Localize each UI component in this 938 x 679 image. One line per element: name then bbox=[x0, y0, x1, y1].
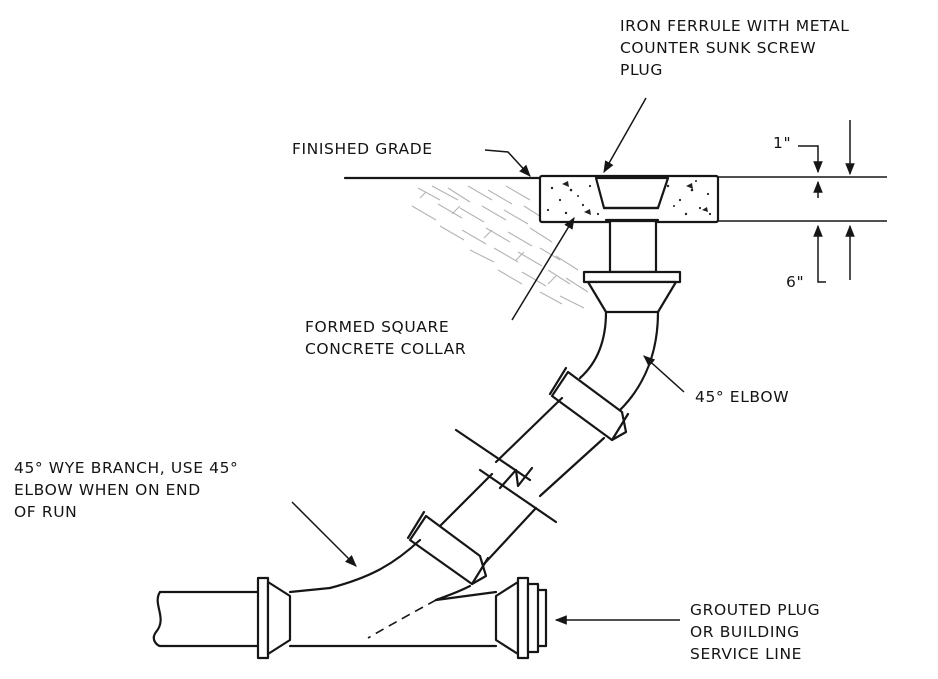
ferrule-label-line-3: PLUG bbox=[620, 61, 663, 79]
ferrule-leader bbox=[603, 97, 647, 174]
ferrule-label: IRON FERRULE WITH METAL COUNTER SUNK SCR… bbox=[620, 15, 849, 81]
riser-bell bbox=[582, 270, 682, 314]
plug-label-line-1: GROUTED PLUG bbox=[690, 601, 821, 619]
main-pipe bbox=[152, 576, 548, 660]
wye-label-line-1: 45° WYE BRANCH, USE 45° bbox=[14, 459, 239, 477]
finished-grade-label: FINISHED GRADE bbox=[292, 140, 433, 158]
wye-label-line-2: ELBOW WHEN ON END bbox=[14, 481, 201, 499]
dimensions bbox=[798, 120, 855, 283]
concrete-stipple bbox=[546, 180, 712, 216]
dim-1in-leader bbox=[798, 145, 823, 174]
elbow-label: 45° ELBOW bbox=[695, 388, 790, 406]
wye-label-line-3: OF RUN bbox=[14, 503, 78, 521]
ferrule-label-line-2: COUNTER SUNK SCREW bbox=[620, 39, 817, 57]
ferrule-label-line-1: IRON FERRULE WITH METAL bbox=[620, 17, 850, 35]
dim-top-label: 1" bbox=[773, 134, 792, 152]
dim-6in-leader bbox=[813, 224, 826, 283]
collar-leader bbox=[511, 216, 575, 321]
elbow-leader bbox=[643, 355, 685, 393]
plug-label-line-3: SERVICE LINE bbox=[690, 645, 803, 663]
soil-hatching bbox=[411, 185, 589, 309]
collar-label-line-2: CONCRETE COLLAR bbox=[305, 340, 467, 358]
elbow-pipe bbox=[406, 310, 660, 586]
plug-label: GROUTED PLUG OR BUILDING SERVICE LINE bbox=[690, 599, 820, 665]
wye-label: 45° WYE BRANCH, USE 45° ELBOW WHEN ON EN… bbox=[14, 457, 238, 523]
leader-lines bbox=[291, 97, 685, 625]
dim-bottom-label: 6" bbox=[786, 273, 805, 291]
plug-label-line-2: OR BUILDING bbox=[690, 623, 800, 641]
iron-ferrule bbox=[594, 176, 670, 274]
wye-leader bbox=[291, 501, 357, 567]
collar-label: FORMED SQUARE CONCRETE COLLAR bbox=[305, 316, 466, 360]
finished-grade-leader bbox=[484, 149, 531, 177]
collar-label-line-1: FORMED SQUARE bbox=[305, 318, 450, 336]
